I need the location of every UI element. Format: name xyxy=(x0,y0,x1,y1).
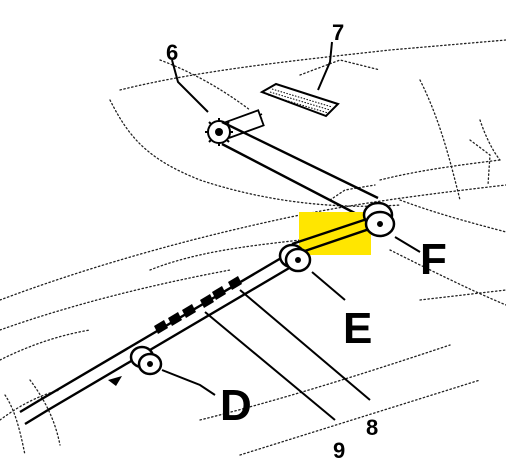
callout-7: 7 xyxy=(332,20,344,45)
pedal-7 xyxy=(249,82,340,125)
callout-6: 6 xyxy=(166,40,178,65)
pulley-e xyxy=(278,243,312,273)
cable-clamps xyxy=(154,276,242,334)
callout-8: 8 xyxy=(366,415,378,440)
cable-e-to-d xyxy=(19,252,297,426)
cable-sprocket-to-f xyxy=(221,120,379,224)
callout-e: E xyxy=(343,304,372,353)
pulley-d xyxy=(129,345,163,376)
direction-arrow-icon xyxy=(108,376,122,386)
sprocket-6 xyxy=(205,109,265,146)
pulley-f xyxy=(362,201,396,238)
callout-9: 9 xyxy=(333,438,345,463)
leader-lines xyxy=(161,41,421,421)
callout-d: D xyxy=(220,381,252,430)
airframe-phantom-outline xyxy=(0,39,506,456)
callout-f: F xyxy=(420,235,447,284)
